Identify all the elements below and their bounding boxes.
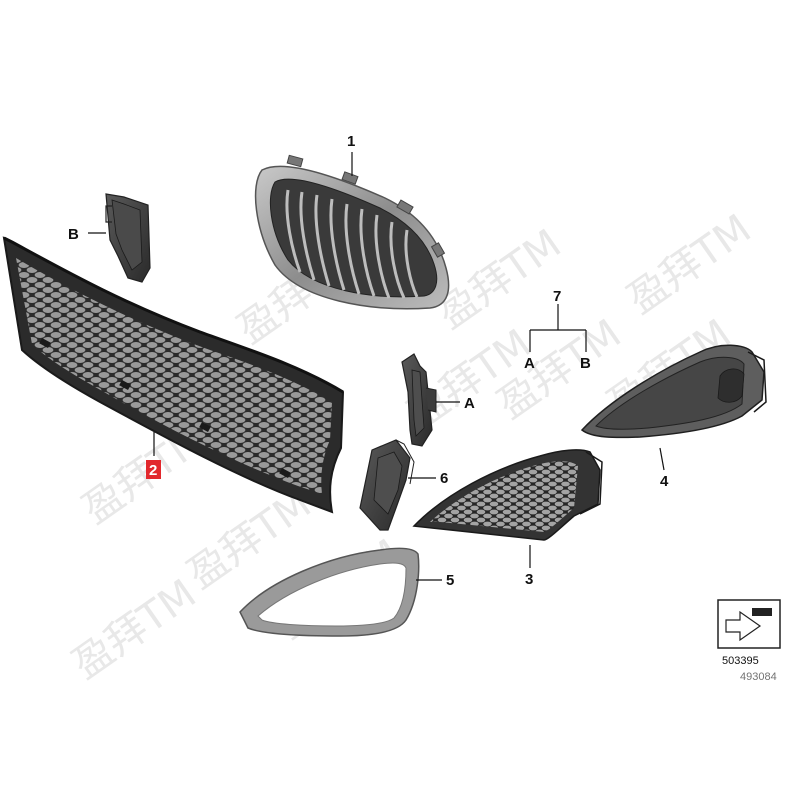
reference-number: 503395: [722, 655, 759, 667]
watermark-text: 盈拜TM: [619, 206, 759, 323]
part-1-kidney-grille: [254, 154, 450, 310]
callout-b-bracket: B: [68, 226, 79, 243]
callout-5: 5: [446, 572, 454, 589]
reference-number-partial: 493084: [740, 671, 777, 683]
callout-4: 4: [660, 473, 669, 490]
callout-2: 2: [149, 462, 157, 479]
part-4-side-inlet-cover: [580, 344, 767, 439]
callout-3: 3: [525, 571, 533, 588]
part-2-lower-center-grille: [2, 236, 345, 514]
callout-labels: 1 2 B A 6 3 4 5 7 A B: [68, 133, 669, 589]
callout-1: 1: [347, 133, 355, 150]
callout-7: 7: [553, 288, 561, 305]
watermark-text: 盈拜TM: [429, 221, 569, 338]
reference-box: 503395 493084: [717, 599, 781, 683]
arrow-icon: [725, 610, 762, 642]
callout-6: 6: [440, 470, 448, 487]
callout-2-highlight: [146, 460, 161, 479]
callout-7-variant-a: A: [524, 355, 535, 372]
bracket-b: [105, 193, 151, 283]
bracket-a: [401, 353, 437, 447]
watermark-text: 盈拜TM: [64, 571, 204, 688]
callout-7-variant-b: B: [580, 355, 591, 372]
part-5-trim-ring: [239, 547, 420, 637]
part-3-side-mesh-grille: [412, 449, 603, 541]
part-6-mounting-bracket: [359, 439, 415, 531]
leader-lines: [88, 152, 665, 581]
callout-a-bracket: A: [464, 395, 475, 412]
